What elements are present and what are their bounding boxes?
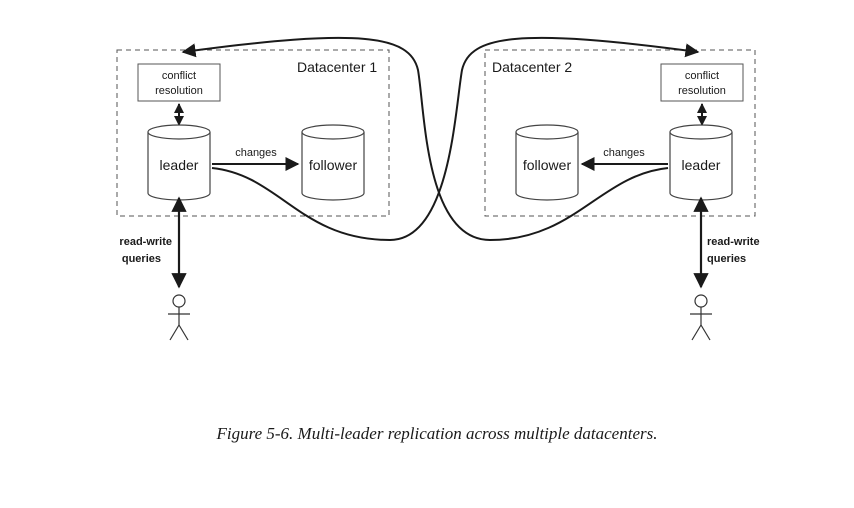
datacenter-2-title: Datacenter 2 (492, 59, 572, 75)
dc1-queries-label-line1: read-write (119, 236, 172, 248)
datacenter-2-follower-database-icon: follower (515, 124, 579, 201)
datacenter-1-boundary (116, 49, 390, 217)
datacenter-1-follower-database-icon: follower (301, 124, 365, 201)
dc2-changes-label: changes (603, 147, 645, 159)
conflict-label-line2: resolution (155, 85, 203, 97)
datacenter-1: Datacenter 1 conflict resolution leader … (116, 49, 390, 217)
dc1-follower-label: follower (309, 157, 358, 173)
conflict-label-line1: conflict (162, 70, 196, 82)
dc2-queries-label-line2: queries (707, 253, 746, 265)
conflict-label-line1: conflict (685, 70, 719, 82)
dc1-leader-label: leader (160, 157, 199, 173)
datacenter-2-leader-database-icon: leader (669, 124, 733, 201)
datacenter-2-conflict-resolution-box: conflict resolution (660, 63, 744, 102)
dc2-follower-label: follower (523, 157, 572, 173)
datacenter-1-conflict-resolution-box: conflict resolution (137, 63, 221, 102)
dc2-leader-label: leader (682, 157, 721, 173)
datacenter-1-title: Datacenter 1 (297, 59, 377, 75)
datacenter-2: Datacenter 2 conflict resolution leader … (484, 49, 756, 217)
dc2-user-icon (690, 294, 712, 341)
dc2-leader-to-dc1-conflict-curve (181, 36, 669, 242)
conflict-label-line2: resolution (678, 85, 726, 97)
figure-caption: Figure 5-6. Multi-leader replication acr… (216, 424, 658, 443)
dc1-user-icon (168, 294, 190, 341)
dc2-queries-label-line1: read-write (707, 236, 760, 248)
datacenter-1-leader-database-icon: leader (147, 124, 211, 201)
dc1-queries-label-line2: queries (122, 253, 161, 265)
dc1-changes-label: changes (235, 147, 277, 159)
datacenter-2-boundary (484, 49, 756, 217)
dc1-leader-to-dc2-conflict-curve (211, 36, 700, 242)
